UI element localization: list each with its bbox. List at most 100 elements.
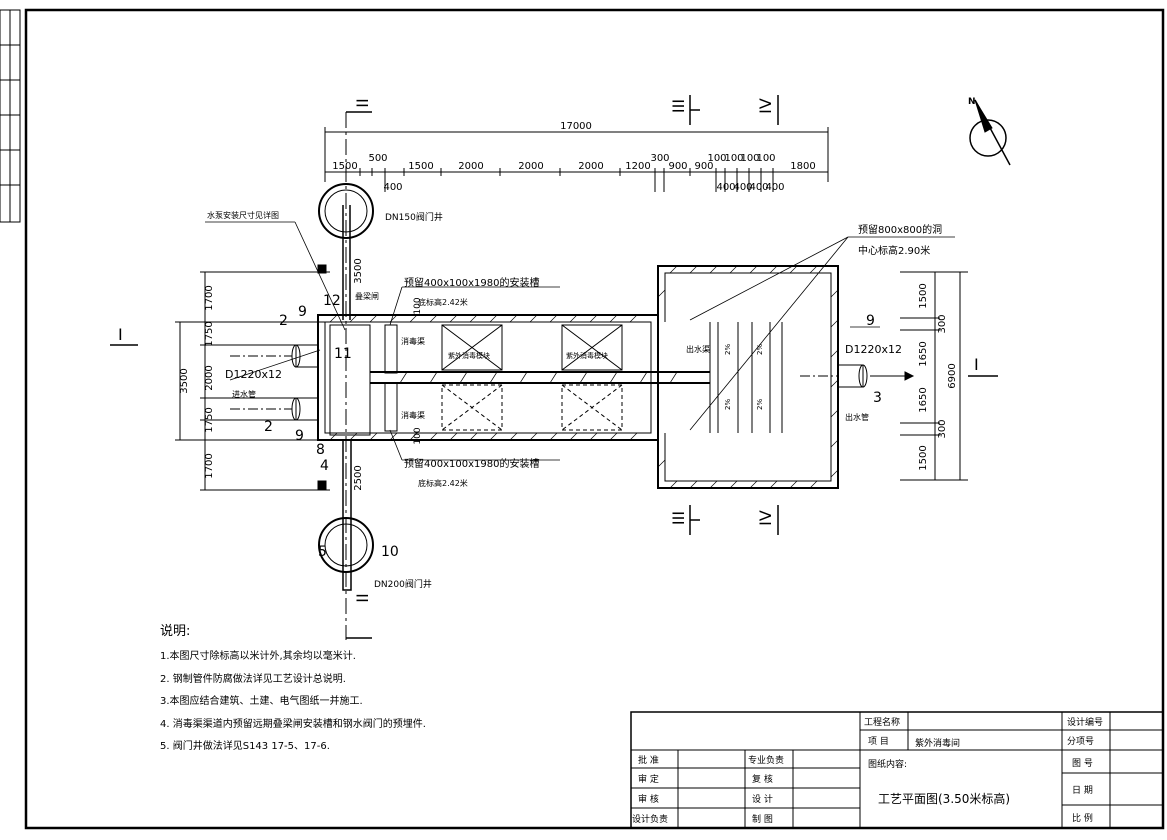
label-center-elev: 中心标高2.90米 xyxy=(858,244,930,257)
dim-400a: 400 xyxy=(716,182,735,193)
callout-12: 12 xyxy=(323,293,341,309)
label-disinfect-channel-2: 消毒渠 xyxy=(401,410,425,420)
callout-8: 8 xyxy=(316,442,325,458)
callout-9-right: 9 xyxy=(866,313,875,329)
dim-1200: 1200 xyxy=(625,161,650,172)
label-slope-1: 2% xyxy=(724,344,732,355)
dim-300: 300 xyxy=(650,153,669,164)
tb-check: 审 核 xyxy=(638,793,659,805)
top-dimension-chain xyxy=(324,127,829,192)
label-outlet-pipe: 出水管 xyxy=(845,412,869,422)
right-dim-1500a: 1500 xyxy=(918,283,929,308)
dim-1800: 1800 xyxy=(790,161,815,172)
left-dimension-chain xyxy=(175,271,330,491)
callout-11: 11 xyxy=(334,346,352,362)
callout-4: 4 xyxy=(320,458,329,474)
callout-2-top: 2 xyxy=(279,313,288,329)
tb-review: 审 定 xyxy=(638,773,659,785)
dim-400b: 400 xyxy=(733,182,752,193)
left-dim-1700b: 1700 xyxy=(204,453,215,478)
dim-500: 500 xyxy=(368,153,387,164)
notes-block: 说明: 1.本图尺寸除标高以米计外,其余均以毫米计. 2. 钢制管件防腐做法详见… xyxy=(160,625,426,765)
uv-module-boxes xyxy=(441,324,623,431)
left-dim-3500: 3500 xyxy=(179,368,190,393)
dim-400c: 400 xyxy=(749,182,768,193)
pipe-dim-south: 2500 xyxy=(353,465,364,490)
callout-3: 3 xyxy=(873,390,882,406)
label-dn150: DN150阀门井 xyxy=(385,211,443,223)
pipe-dim-north: 3500 xyxy=(353,258,364,283)
left-dim-2000: 2000 xyxy=(204,365,215,390)
marker-square-north xyxy=(317,264,327,274)
tb-drawing-no: 图 号 xyxy=(1072,758,1093,769)
label-opening: 预留800x800的洞 xyxy=(858,223,942,236)
tb-item-value: 紫外消毒间 xyxy=(915,737,960,749)
left-dim-1750a: 1750 xyxy=(204,321,215,346)
tb-date: 日 期 xyxy=(1072,785,1093,796)
tb-design-lead: 设计负责 xyxy=(632,813,668,825)
label-d1220-right: D1220x12 xyxy=(845,343,902,356)
label-north: N xyxy=(968,97,976,107)
dim-1500b: 1500 xyxy=(408,161,433,172)
label-slot-bottom: 预留400x100x1980的安装槽 xyxy=(404,457,539,470)
outlet-pipe xyxy=(800,364,915,388)
dim-100b: 100 xyxy=(724,153,743,164)
total-length-label: 17000 xyxy=(560,121,592,132)
dim-1500: 1500 xyxy=(332,161,357,172)
note-item-4: 4. 消毒渠渠道内预留远期叠梁闸安装槽和钢水阀门的预埋件. xyxy=(160,718,426,730)
label-overflow: 叠梁闸 xyxy=(355,292,379,301)
section-mark-I-left: I xyxy=(118,325,123,344)
section-mark-IV-bottom: IV xyxy=(756,510,775,526)
right-dim-1500b: 1500 xyxy=(918,445,929,470)
right-dim-300b: 300 xyxy=(937,419,948,438)
note-item-5: 5. 阀门井做法详见S143 17-5、17-6. xyxy=(160,741,330,752)
dim-2000b: 2000 xyxy=(518,161,543,172)
wall-hatching xyxy=(329,265,839,489)
tb-recheck: 复 核 xyxy=(752,773,773,785)
dim-400d: 400 xyxy=(765,182,784,193)
label-slot-top: 预留400x100x1980的安装槽 xyxy=(404,276,539,289)
label-slope-4: 2% xyxy=(756,399,764,410)
label-disinfect-channel-1: 消毒渠 xyxy=(401,336,425,346)
section-mark-III-top: III xyxy=(669,99,688,113)
inlet-pipes xyxy=(230,344,319,421)
label-uv-module-1: 紫外消毒模块 xyxy=(448,351,490,360)
valve-well-dn150 xyxy=(318,183,374,320)
tb-project-name-label: 工程名称 xyxy=(864,716,900,728)
dim-2000a: 2000 xyxy=(458,161,483,172)
leader-lines xyxy=(205,221,955,461)
label-dn200: DN200阀门井 xyxy=(374,578,432,590)
tb-design: 设 计 xyxy=(752,793,773,805)
tb-scale: 比 例 xyxy=(1072,812,1093,824)
section-mark-II-bottom: II xyxy=(353,593,372,602)
tb-drawing-title: 工艺平面图(3.50米标高) xyxy=(878,791,1010,806)
callout-9-bottom: 9 xyxy=(295,428,304,444)
small-dim-100a: 100 xyxy=(413,297,423,314)
right-dim-1650a: 1650 xyxy=(918,341,929,366)
right-dimension-chain xyxy=(900,271,968,481)
right-dim-1650b: 1650 xyxy=(918,387,929,412)
tb-approve: 批 准 xyxy=(638,754,659,766)
label-slope-2: 2% xyxy=(756,344,764,355)
note-item-2: 2. 钢制管件防腐做法详见工艺设计总说明. xyxy=(160,673,346,685)
right-dim-300a: 300 xyxy=(937,314,948,333)
title-block xyxy=(630,711,1164,829)
tb-content-label: 图纸内容: xyxy=(868,758,907,770)
note-item-3: 3.本图应结合建筑、土建、电气图纸一并施工. xyxy=(160,696,363,707)
tb-item-label: 项 目 xyxy=(868,736,889,747)
section-mark-I-right: I xyxy=(974,355,979,374)
dim-900b: 900 xyxy=(694,161,713,172)
dim-2000c: 2000 xyxy=(578,161,603,172)
tb-draw: 制 图 xyxy=(752,813,773,825)
callout-2-bottom: 2 xyxy=(264,419,273,435)
label-bottom-elev-bottom: 底标高2.42米 xyxy=(418,478,468,488)
label-pump-note: 水泵安装尺寸见详图 xyxy=(207,210,279,220)
marker-square-south xyxy=(317,480,327,490)
label-uv-module-2: 紫外消毒模块 xyxy=(566,351,608,360)
tb-design-no: 设计编号 xyxy=(1067,716,1103,728)
notes-title: 说明: xyxy=(160,624,191,639)
tb-sub-item-no: 分项号 xyxy=(1067,736,1094,747)
section-III-IV-marks xyxy=(689,95,779,535)
sheet-border xyxy=(24,8,1165,830)
